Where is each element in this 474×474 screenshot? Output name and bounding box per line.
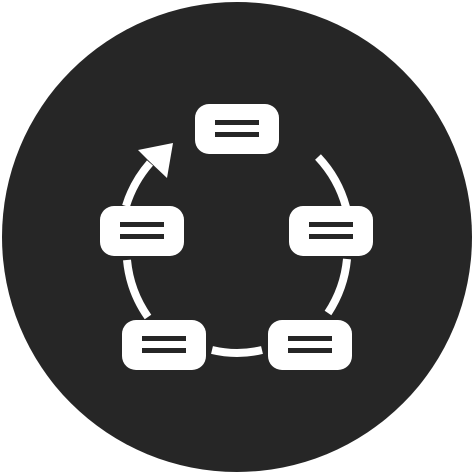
arrow-head-icon: [138, 143, 173, 178]
node-right: [289, 206, 373, 256]
node-top: [195, 104, 279, 154]
cycle-segment-left-bottom: [123, 259, 152, 320]
node-bottom-left: [122, 320, 206, 370]
node-left: [100, 206, 184, 256]
cycle-path: [122, 154, 351, 357]
node-bottom-right: [268, 320, 352, 370]
cycle-segment-left-top: [122, 160, 154, 208]
cycle-segment-bottom: [211, 346, 263, 357]
cycle-segment-right-bottom: [324, 258, 351, 316]
cycle-segment-top-right: [315, 154, 350, 209]
